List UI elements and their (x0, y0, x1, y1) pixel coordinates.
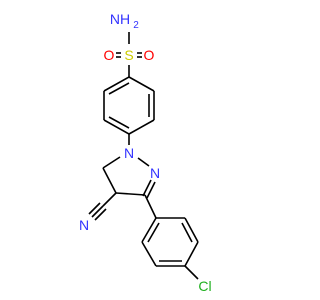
bond-ring1-inner-1 (108, 82, 130, 95)
bond-ring2-inner-3 (181, 222, 193, 243)
bond-n2-c3-a (142, 179, 152, 197)
bond-nitrile-b (88, 202, 101, 215)
pyrazoline-n2-label: N (150, 165, 160, 181)
bond-ring2-cl (184, 265, 199, 280)
bond-c3-ring2 (144, 194, 157, 219)
bond-nitrile-c (94, 208, 107, 221)
chlorine-label: Cl (198, 278, 211, 294)
amine-n-label: NH (110, 11, 130, 27)
oxygen-right-label: O (144, 47, 155, 63)
bond-ring2-2 (141, 241, 157, 267)
bond-ring2-inner-1 (147, 222, 160, 243)
bond-c4-c5 (102, 167, 117, 194)
bond-ring2-4 (184, 241, 199, 267)
pyrazoline-n1-label: N (124, 145, 134, 161)
bond-ring1-6 (128, 76, 155, 92)
nitrile-n-label: N (79, 217, 89, 233)
bond-n2-c3-b (146, 181, 156, 199)
bond-ring2-5 (184, 217, 199, 243)
bond-c3-c4 (115, 192, 146, 196)
molecule-structure-canvas: NH 2 S O O N N N Cl (79, 11, 212, 294)
bond-c5-n1 (102, 156, 121, 169)
sulfur-label: S (124, 47, 133, 63)
amine-h2-subscript: 2 (133, 20, 139, 31)
bond-n1-n2 (137, 157, 150, 167)
bond-ring1-3 (103, 119, 130, 135)
bond-ring1-4 (128, 119, 155, 135)
bond-ring1-inner-2 (108, 116, 130, 129)
bond-ring1-1 (103, 76, 130, 92)
bond-c4-cn (102, 192, 117, 207)
bond-ring2-1 (141, 217, 157, 243)
molecule-diagram: NH 2 S O O N N N Cl (79, 11, 212, 294)
oxygen-left-label: O (104, 47, 115, 63)
bond-nitrile-a (91, 205, 104, 218)
